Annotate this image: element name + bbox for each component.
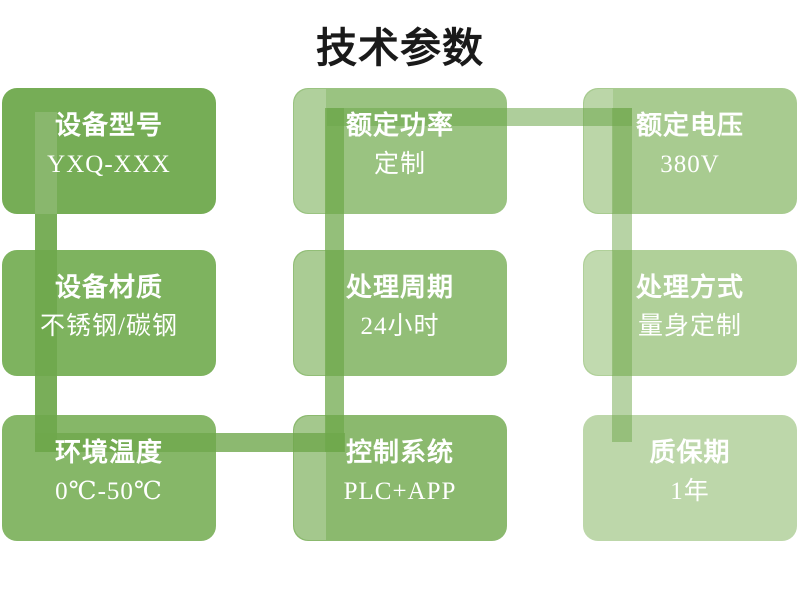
connector-entry-highlight [35,112,57,214]
connector-bottom-horizontal [35,433,345,452]
connector-highlight-strip [584,251,613,375]
connector-right-vertical [612,108,632,442]
param-value: 1年 [670,478,710,505]
slide-title: 技术参数 [316,25,484,71]
param-value: 不锈钢/碳钢 [40,313,178,340]
param-header: 环境温度 [54,438,163,467]
connector-left-vertical [35,112,57,452]
param-header: 控制系统 [345,438,454,467]
param-value: 量身定制 [637,313,742,340]
connector-highlight-strip [294,251,326,375]
param-header: 设备材质 [54,273,163,302]
param-value: 380V [660,151,720,178]
param-header: 设备型号 [54,111,163,140]
param-value: PLC+APP [343,478,457,505]
param-value: 24小时 [360,313,440,340]
connector-middle-vertical [325,108,344,452]
param-header: 额定功率 [345,111,454,140]
connector-top-horizontal [327,108,632,126]
param-value: YXQ-XXX [47,151,171,178]
param-value: 0℃-50℃ [55,478,163,505]
param-header: 额定电压 [635,111,744,140]
param-header: 质保期 [649,438,731,467]
param-header: 处理方式 [635,273,744,302]
param-header: 处理周期 [345,273,454,302]
connector-highlight-strip [294,89,326,213]
param-value: 定制 [373,151,426,178]
